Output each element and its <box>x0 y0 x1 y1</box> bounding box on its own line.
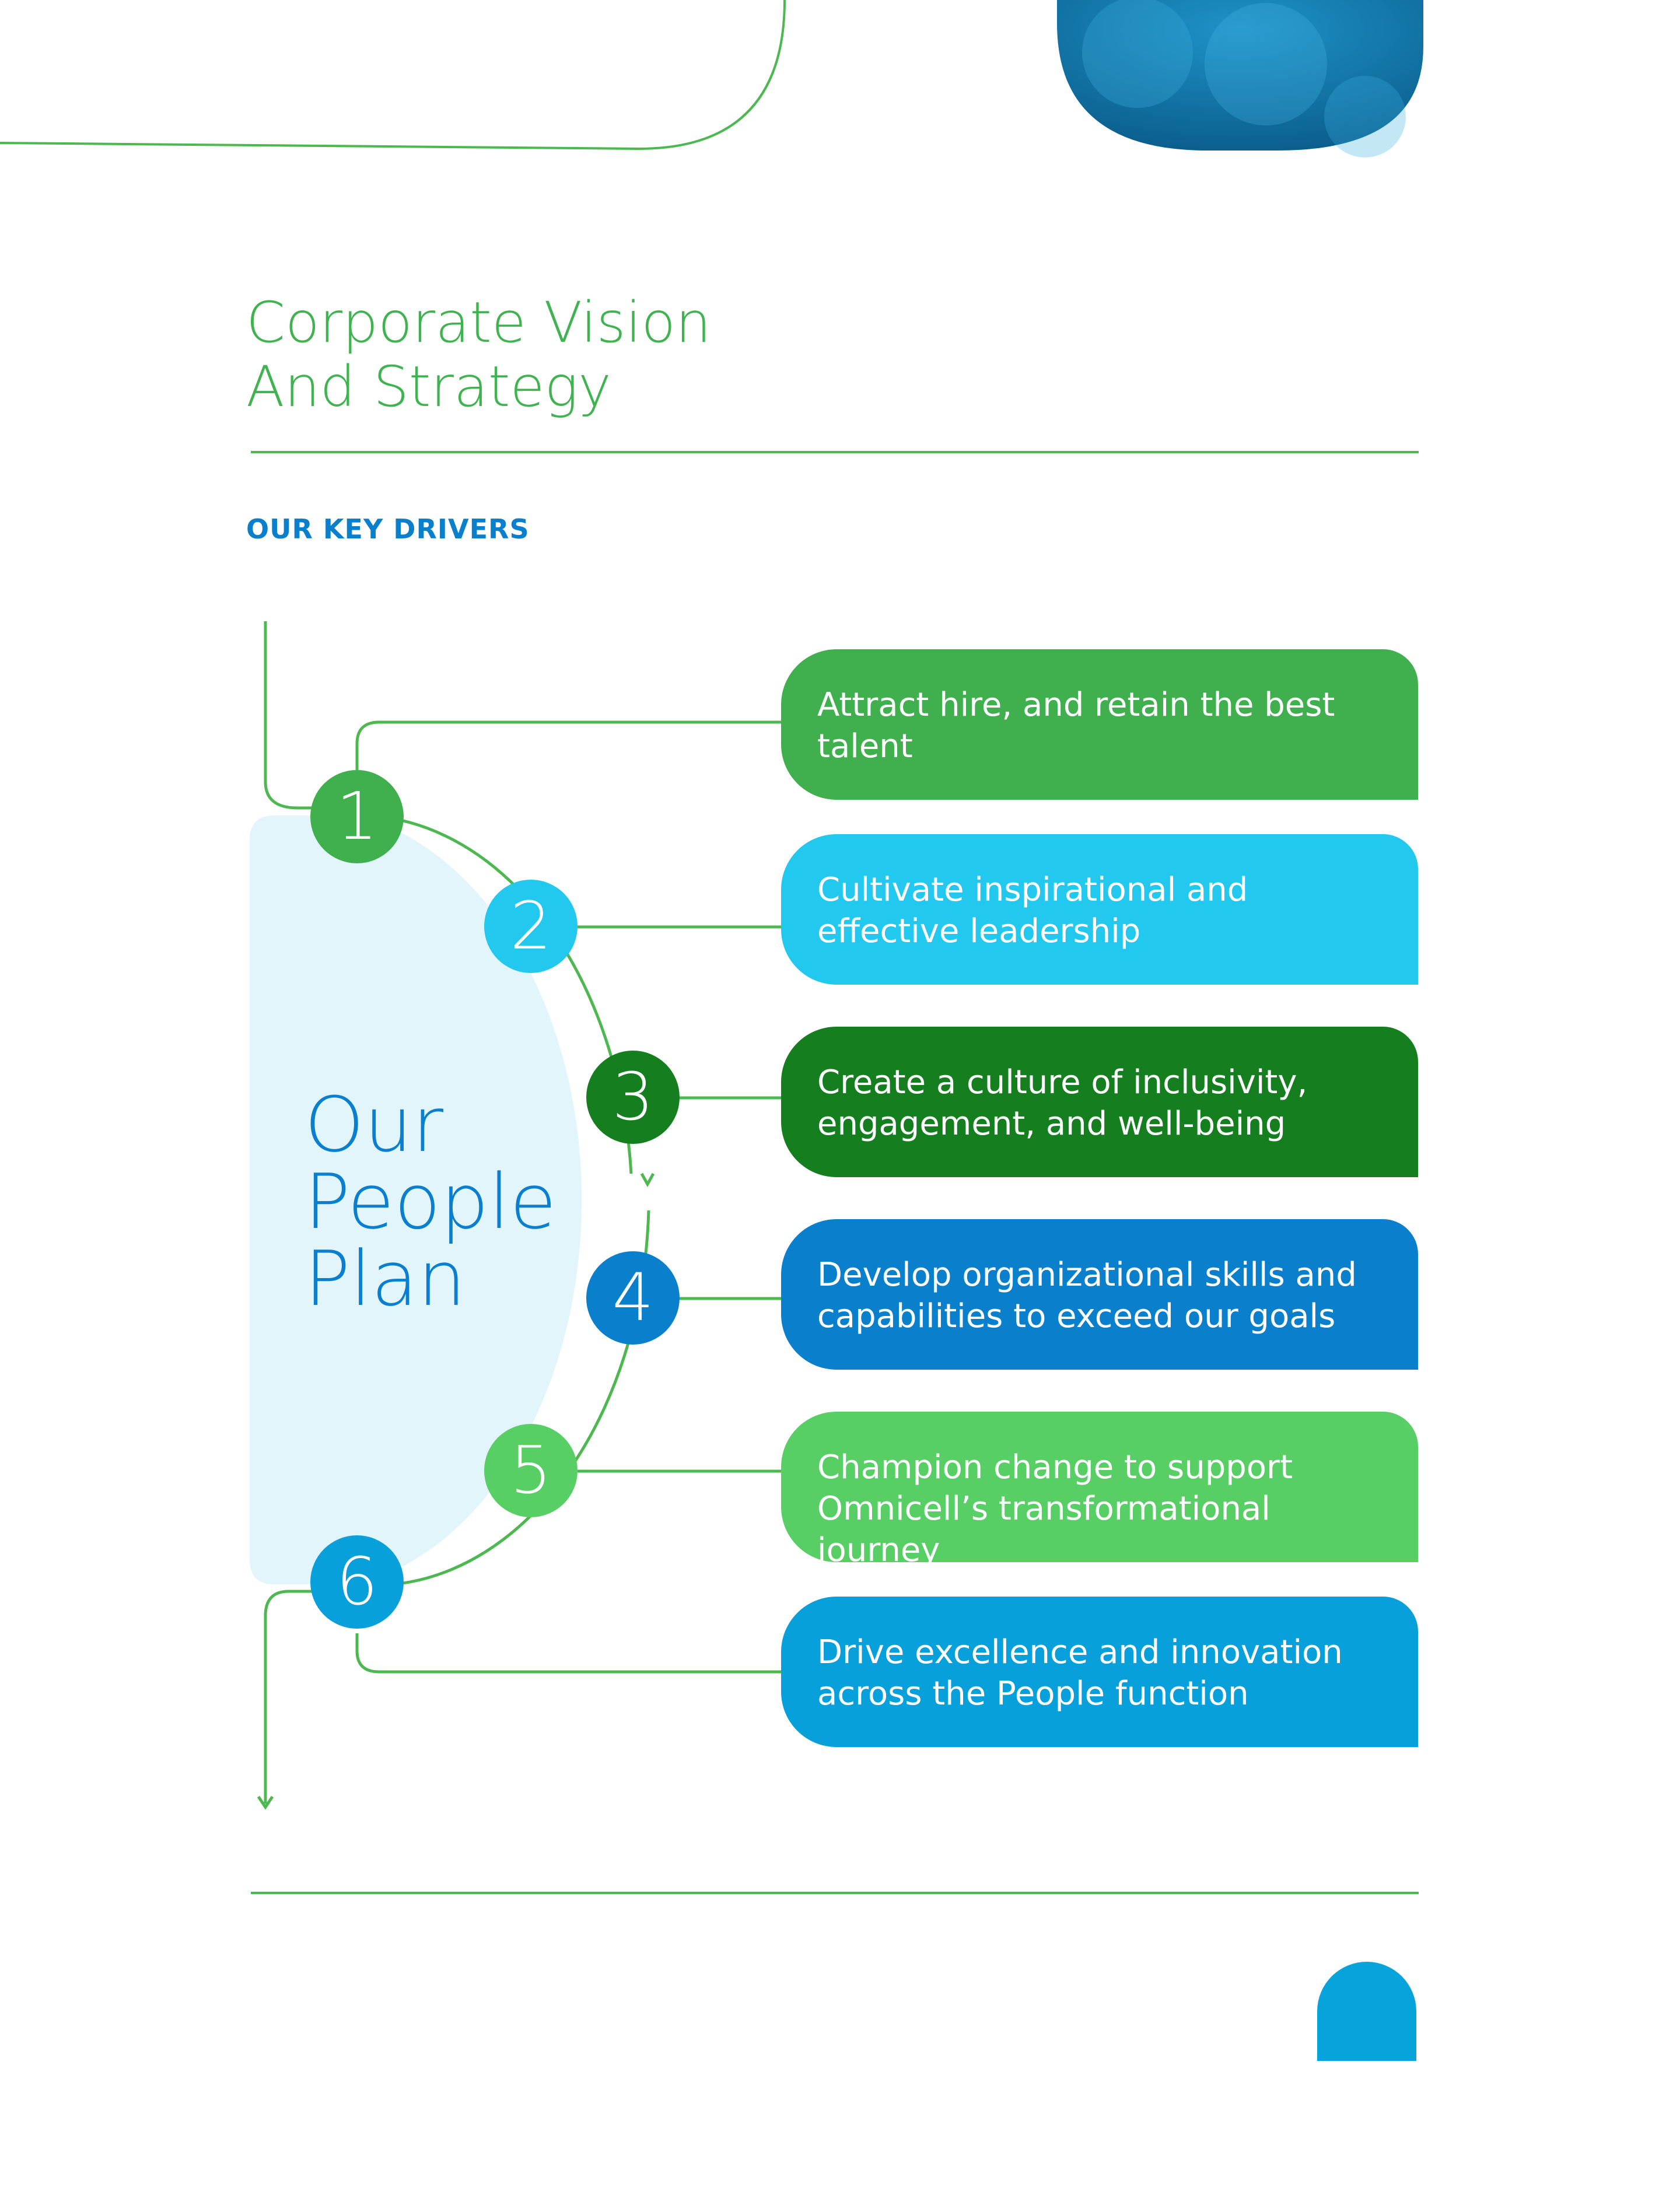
people-plan-panel <box>250 816 582 1584</box>
driver-card-2-text: Cultivate inspirational and effective le… <box>817 871 1248 950</box>
flow-arrowhead-middle <box>640 1172 655 1188</box>
people-plan-label-line-1: Our <box>304 1080 444 1169</box>
driver-number-5: 5 <box>484 1424 578 1517</box>
driver-card-5: Champion change to support Omnicell’s tr… <box>781 1412 1418 1569</box>
driver-card-3: Create a culture of inclusivity, engagem… <box>781 1027 1418 1177</box>
people-plan-label: Our People Plan <box>304 1086 556 1317</box>
driver-card-6-text: Drive excellence and innovation across t… <box>817 1633 1343 1713</box>
connector-6 <box>355 1633 781 1674</box>
page-title: Corporate Vision And Strategy <box>246 290 711 419</box>
driver-number-6: 6 <box>310 1535 404 1629</box>
section-label: OUR KEY DRIVERS <box>246 513 530 545</box>
driver-card-4-text: Develop organizational skills and capabi… <box>817 1256 1357 1335</box>
driver-card-6: Drive excellence and innovation across t… <box>781 1597 1418 1747</box>
people-plan-label-line-3: Plan <box>304 1234 466 1323</box>
page-title-line-2: And Strategy <box>246 354 611 419</box>
orb-bokeh-2 <box>1205 3 1327 125</box>
people-plan-label-line-2: People <box>304 1157 556 1246</box>
entry-line <box>264 621 327 810</box>
orb-bokeh-3 <box>1324 76 1406 158</box>
driver-number-4: 4 <box>586 1251 680 1345</box>
driver-card-5-text: Champion change to support Omnicell’s tr… <box>817 1448 1293 1569</box>
driver-card-4: Develop organizational skills and capabi… <box>781 1219 1418 1370</box>
driver-card-3-text: Create a culture of inclusivity, engagem… <box>817 1063 1308 1143</box>
driver-number-3: 3 <box>586 1051 680 1144</box>
page-title-line-1: Corporate Vision <box>246 290 711 355</box>
driver-card-2: Cultivate inspirational and effective le… <box>781 834 1418 985</box>
driver-number-2: 2 <box>484 880 578 973</box>
connector-1 <box>355 720 781 770</box>
exit-line <box>264 1590 315 1804</box>
driver-card-1: Attract hire, and retain the best talent <box>781 649 1418 800</box>
top-decor-line <box>0 0 786 150</box>
footer-decor-tab <box>1317 1962 1416 2061</box>
driver-card-1-text: Attract hire, and retain the best talent <box>817 686 1335 765</box>
exit-arrowhead <box>257 1796 274 1810</box>
driver-number-1: 1 <box>310 770 404 863</box>
top-photo-orb <box>1057 0 1423 150</box>
orb-bokeh-1 <box>1082 0 1193 108</box>
